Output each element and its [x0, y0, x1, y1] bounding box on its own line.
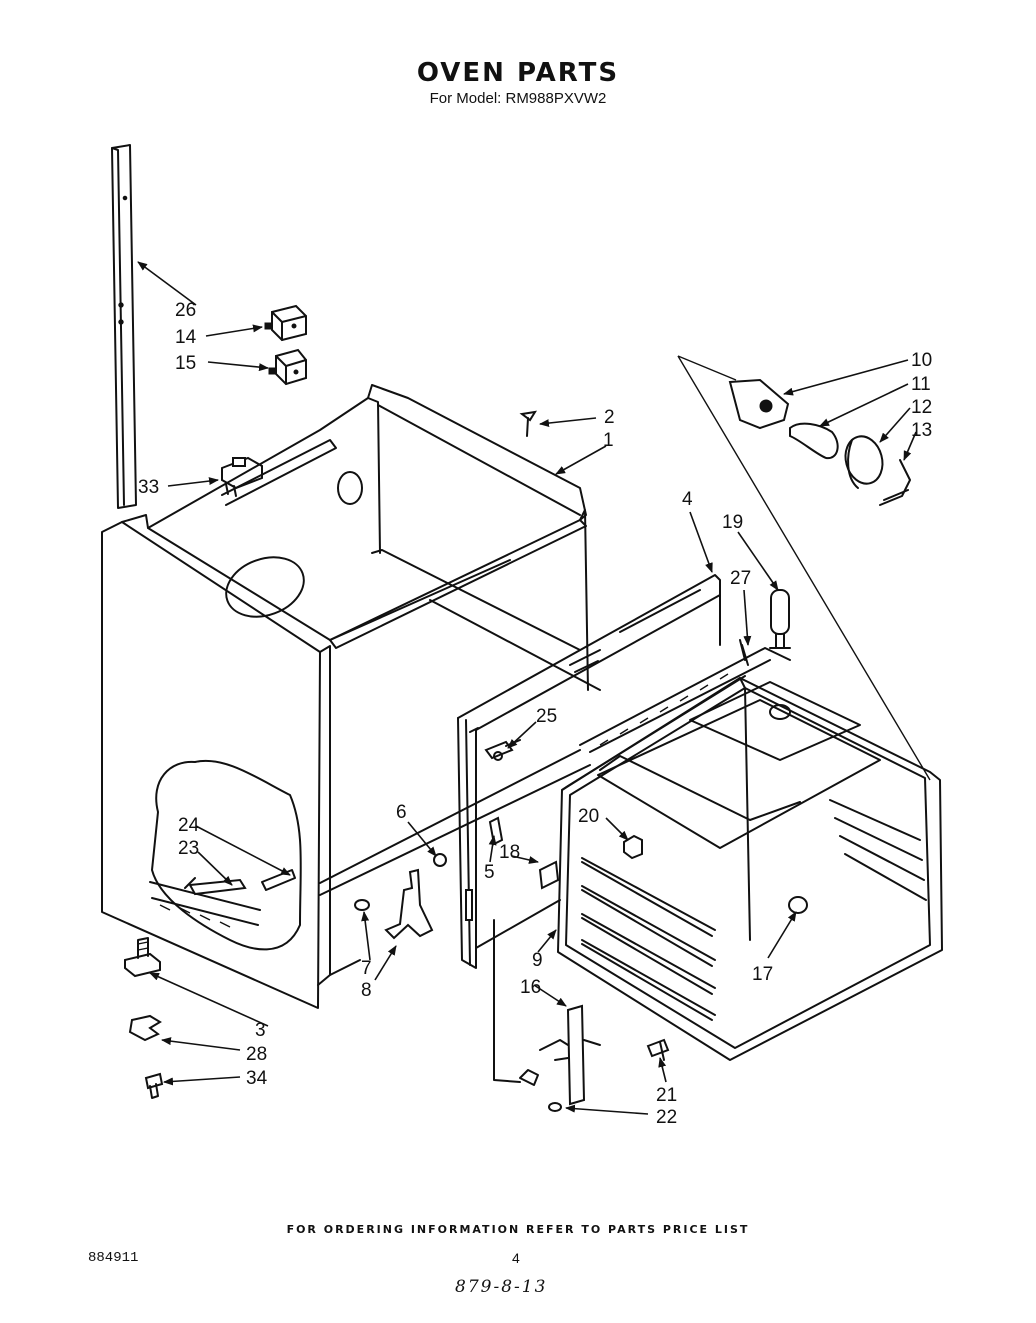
callout-4: 4 — [682, 489, 693, 510]
handwritten-note: 879-8-13 — [455, 1277, 548, 1297]
screw-part-34 — [144, 1072, 164, 1099]
element-part-27 — [739, 639, 749, 666]
plug-part-17 — [788, 896, 808, 914]
hinge-part-16 — [493, 919, 601, 1106]
callout-5: 5 — [484, 862, 495, 883]
oven-liner — [557, 647, 943, 1061]
callout-6: 6 — [396, 802, 407, 823]
bulb-part-11 — [789, 422, 839, 460]
grommet-part-6 — [433, 853, 447, 867]
knob-part-14 — [264, 304, 307, 342]
small-parts-cluster — [354, 816, 560, 940]
page-title: OVEN PARTS — [416, 58, 620, 88]
callout-10: 10 — [911, 350, 932, 371]
callout-25: 25 — [536, 706, 557, 727]
callout-11: 11 — [911, 374, 931, 395]
callout-14: 14 — [175, 327, 197, 348]
ordering-info-note: FOR ORDERING INFORMATION REFER TO PARTS … — [286, 1223, 750, 1236]
callout-13: 13 — [911, 420, 932, 441]
clip-part-22 — [548, 1102, 562, 1112]
model-subtitle: For Model: RM988PXVW2 — [429, 90, 607, 107]
callout-18: 18 — [499, 842, 520, 863]
callout-15: 15 — [175, 353, 196, 374]
callout-21: 21 — [656, 1085, 677, 1106]
screw-part-2 — [519, 410, 538, 437]
callout-34: 34 — [246, 1068, 268, 1089]
bracket-part-28 — [128, 1014, 162, 1042]
callout-arrows — [137, 261, 917, 1115]
callout-3: 3 — [255, 1020, 266, 1041]
light-assembly — [677, 355, 931, 781]
callout-28: 28 — [246, 1044, 267, 1065]
block-part-18 — [538, 860, 560, 890]
probe-part-19 — [769, 589, 791, 649]
knob-part-15 — [268, 348, 307, 386]
bracket-part-8 — [384, 868, 434, 940]
callout-1: 1 — [603, 430, 614, 451]
callout-24: 24 — [178, 815, 200, 836]
callout-20: 20 — [578, 806, 599, 827]
sensor-part-25 — [484, 739, 521, 761]
clip-part-5 — [488, 816, 504, 846]
screw-part-21 — [646, 1038, 670, 1061]
callout-9: 9 — [532, 950, 543, 971]
clip-part-20 — [623, 834, 643, 860]
document-number: 884911 — [88, 1250, 139, 1266]
callout-16: 16 — [520, 977, 541, 998]
page-number: 4 — [512, 1250, 520, 1266]
clip-part-13 — [879, 459, 911, 506]
vertical-rail-part — [111, 144, 137, 509]
oven-cabinet-body — [101, 384, 601, 1009]
callout-8: 8 — [361, 980, 372, 1001]
clip-part-7 — [354, 899, 370, 911]
callout-33: 33 — [138, 477, 159, 498]
callout-22: 22 — [656, 1107, 677, 1128]
callout-23: 23 — [178, 838, 199, 859]
lens-part-12 — [844, 435, 884, 485]
callout-17: 17 — [752, 964, 773, 985]
callout-27: 27 — [730, 568, 751, 589]
leveling-leg-part-3 — [124, 937, 161, 978]
socket-part-10 — [728, 378, 790, 430]
callout-labels: 1 2 3 4 5 6 7 8 9 10 11 12 13 14 15 16 1… — [138, 300, 932, 1128]
callout-2: 2 — [604, 407, 615, 428]
front-frame — [457, 574, 721, 969]
callout-12: 12 — [911, 397, 932, 418]
callout-19: 19 — [722, 512, 743, 533]
callout-26: 26 — [175, 300, 196, 321]
callout-7: 7 — [361, 958, 372, 979]
